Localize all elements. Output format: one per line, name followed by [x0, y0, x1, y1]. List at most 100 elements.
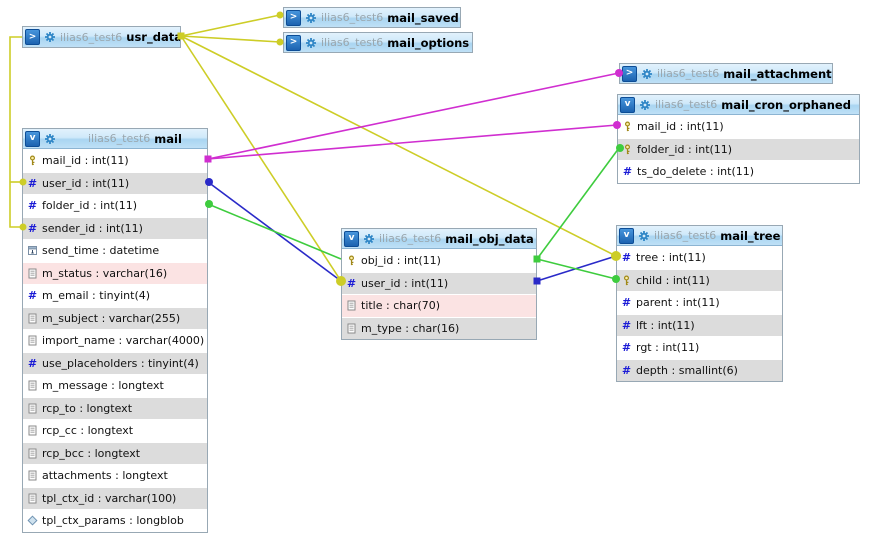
- primary-key-icon: [346, 255, 357, 266]
- field-row[interactable]: title : char(70): [342, 294, 536, 317]
- collapse-toggle-icon[interactable]: v: [344, 230, 359, 247]
- primary-key-icon: [622, 144, 633, 155]
- db-name: ilias6_test6: [654, 229, 717, 242]
- field-row[interactable]: mail_id : int(11): [618, 115, 859, 138]
- field-row[interactable]: lft : int(11): [617, 313, 782, 336]
- text-field-icon: [346, 300, 357, 311]
- db-name: ilias6_test6: [379, 232, 442, 245]
- numeric-field-icon: [27, 200, 38, 211]
- field-row[interactable]: rcp_to : longtext: [23, 396, 207, 419]
- field-label: tree : int(11): [636, 251, 706, 265]
- table-mail_cron_orphaned-header[interactable]: v ilias6_test6 mail_cron_orphaned: [618, 95, 859, 115]
- table-options-gear-icon[interactable]: [305, 12, 317, 24]
- field-row[interactable]: depth : smallint(6): [617, 358, 782, 381]
- table-options-gear-icon[interactable]: [641, 68, 653, 80]
- field-label: lft : int(11): [636, 318, 695, 332]
- db-name: ilias6_test6: [655, 98, 718, 111]
- field-row[interactable]: m_subject : varchar(255): [23, 306, 207, 329]
- collapse-toggle-icon[interactable]: v: [619, 227, 634, 244]
- field-row[interactable]: tpl_ctx_params : longblob: [23, 509, 207, 532]
- field-label: rcp_cc : longtext: [42, 424, 134, 438]
- field-row[interactable]: parent : int(11): [617, 291, 782, 314]
- relation-usr_data-mail_saved: [180, 14, 281, 37]
- numeric-field-icon: [621, 320, 632, 331]
- field-row[interactable]: folder_id : int(11): [23, 194, 207, 217]
- blob-field-icon: [27, 515, 38, 526]
- numeric-field-icon: [27, 290, 38, 301]
- table-mail_options-header[interactable]: > ilias6_test6 mail_options: [284, 33, 472, 52]
- field-row[interactable]: folder_id : int(11): [618, 137, 859, 160]
- field-label: m_message : longtext: [42, 379, 164, 393]
- field-label: tpl_ctx_id : varchar(100): [42, 491, 177, 505]
- text-field-icon: [27, 403, 38, 414]
- table-mail_obj_data-header[interactable]: v ilias6_test6 mail_obj_data: [342, 229, 536, 249]
- field-label: send_time : datetime: [42, 244, 160, 258]
- table-usr_data-header[interactable]: > ilias6_test6 usr_data: [23, 27, 180, 47]
- field-row[interactable]: use_placeholders : tinyint(4): [23, 351, 207, 374]
- relation-mail-mail_attachment: [207, 72, 620, 160]
- field-label: sender_id : int(11): [42, 221, 143, 235]
- field-row[interactable]: attachments : longtext: [23, 464, 207, 487]
- table-mail: v ilias6_test6 mail mail_id : int(11) us…: [22, 128, 208, 533]
- field-row[interactable]: m_status : varchar(16): [23, 261, 207, 284]
- field-row[interactable]: m_message : longtext: [23, 374, 207, 397]
- field-row[interactable]: rcp_bcc : longtext: [23, 441, 207, 464]
- collapse-toggle-icon[interactable]: v: [620, 96, 635, 113]
- table-mail_tree-header[interactable]: v ilias6_test6 mail_tree: [617, 226, 782, 246]
- table-options-gear-icon[interactable]: [639, 99, 651, 111]
- db-name: ilias6_test6: [321, 11, 384, 24]
- field-label: user_id : int(11): [42, 176, 130, 190]
- table-options-gear-icon[interactable]: [363, 233, 375, 245]
- expand-toggle-icon[interactable]: >: [286, 34, 301, 51]
- collapse-toggle-icon[interactable]: v: [25, 130, 40, 147]
- field-row[interactable]: mail_id : int(11): [23, 149, 207, 172]
- primary-key-icon: [27, 155, 38, 166]
- table-name: mail_tree: [720, 228, 781, 243]
- table-mail_saved-header[interactable]: > ilias6_test6 mail_saved: [284, 8, 460, 27]
- expand-toggle-icon[interactable]: >: [286, 9, 301, 26]
- field-row[interactable]: user_id : int(11): [342, 271, 536, 294]
- table-name: mail_attachment: [723, 66, 832, 81]
- relation-mail-user_id-mail_obj_data: [207, 181, 342, 282]
- field-row[interactable]: tree : int(11): [617, 246, 782, 269]
- field-label: mail_id : int(11): [637, 120, 724, 134]
- field-row[interactable]: ts_do_delete : int(11): [618, 160, 859, 183]
- relation-mail_cron_orphaned-mail_obj_data: [536, 147, 620, 260]
- field-label: mail_id : int(11): [42, 154, 129, 168]
- field-row[interactable]: send_time : datetime: [23, 239, 207, 262]
- table-mail-header[interactable]: v ilias6_test6 mail: [23, 129, 207, 149]
- numeric-field-icon: [621, 365, 632, 376]
- relation-usr_data-mail-left: [9, 36, 22, 228]
- table-mail_options: > ilias6_test6 mail_options: [283, 32, 473, 53]
- table-mail_saved: > ilias6_test6 mail_saved: [283, 7, 461, 28]
- field-row[interactable]: child : int(11): [617, 268, 782, 291]
- field-row[interactable]: m_email : tinyint(4): [23, 284, 207, 307]
- field-row[interactable]: user_id : int(11): [23, 171, 207, 194]
- field-label: child : int(11): [636, 273, 710, 287]
- expand-toggle-icon[interactable]: >: [622, 65, 637, 82]
- db-name: ilias6_test6: [60, 30, 123, 44]
- text-field-icon: [27, 335, 38, 346]
- table-mail_tree: v ilias6_test6 mail_tree tree : int(11) …: [616, 225, 783, 382]
- field-row[interactable]: rgt : int(11): [617, 336, 782, 359]
- table-options-gear-icon[interactable]: [44, 31, 56, 43]
- field-row[interactable]: sender_id : int(11): [23, 216, 207, 239]
- table-options-gear-icon[interactable]: [305, 37, 317, 49]
- field-row[interactable]: import_name : varchar(4000): [23, 329, 207, 352]
- db-name: ilias6_test6: [321, 36, 384, 49]
- primary-key-icon: [621, 275, 632, 286]
- field-row[interactable]: m_type : char(16): [342, 316, 536, 339]
- field-row[interactable]: rcp_cc : longtext: [23, 419, 207, 442]
- table-options-gear-icon[interactable]: [44, 133, 56, 145]
- expand-toggle-icon[interactable]: >: [25, 29, 40, 45]
- table-mail_attachment-header[interactable]: > ilias6_test6 mail_attachment: [620, 64, 832, 83]
- field-label: import_name : varchar(4000): [42, 334, 205, 348]
- field-row[interactable]: obj_id : int(11): [342, 249, 536, 272]
- numeric-field-icon: [27, 223, 38, 234]
- field-row[interactable]: tpl_ctx_id : varchar(100): [23, 486, 207, 509]
- primary-key-icon: [622, 121, 633, 132]
- field-label: title : char(70): [361, 299, 441, 313]
- table-options-gear-icon[interactable]: [638, 230, 650, 242]
- field-label: folder_id : int(11): [637, 142, 733, 156]
- field-label: m_email : tinyint(4): [42, 289, 151, 303]
